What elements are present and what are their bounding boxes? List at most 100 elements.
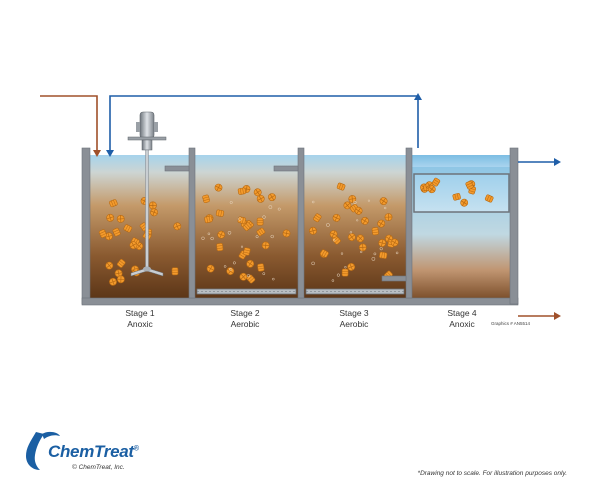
air-bubble (353, 200, 357, 205)
media-carrier (116, 214, 125, 223)
air-bubble (207, 232, 211, 236)
stage1-label: Stage 1 Anoxic (90, 308, 190, 330)
media-carrier (129, 241, 138, 250)
tank-floor (81, 297, 519, 306)
right-wall (509, 147, 519, 305)
air-bubble (210, 236, 214, 241)
media-carrier (313, 213, 322, 223)
air-bubble (340, 252, 344, 255)
air-bubble (229, 267, 232, 271)
media-carrier (484, 194, 494, 203)
air-bubble (336, 273, 340, 277)
media-carrier (109, 199, 118, 208)
media-carrier (360, 216, 369, 225)
air-bubble (331, 279, 335, 282)
air-bubble (238, 217, 242, 221)
air-bubble (332, 239, 336, 242)
media-carrier (354, 206, 363, 215)
media-carrier (202, 194, 210, 204)
registered-mark: ® (133, 445, 139, 453)
media-carrier (341, 268, 349, 277)
media-carrier (216, 243, 224, 252)
media-carrier (320, 249, 329, 258)
media-carrier (452, 193, 461, 201)
air-bubble (277, 207, 281, 211)
baffle-top-3 (273, 165, 299, 172)
media-carrier (106, 213, 115, 222)
influent-line (40, 95, 101, 157)
media-carrier (256, 227, 266, 237)
media-carrier (427, 185, 436, 194)
media-carrier (109, 277, 117, 286)
air-bubble (395, 251, 399, 255)
air-bubble (227, 231, 232, 235)
media-carrier (348, 195, 357, 203)
media-carrier (206, 264, 215, 273)
left-wall (81, 147, 91, 305)
air-bubble (201, 236, 205, 240)
media-carrier (378, 239, 387, 247)
media-carrier (226, 267, 235, 276)
stage2-label: Stage 2 Aerobic (195, 308, 295, 330)
air-bubble (384, 206, 387, 210)
air-bubble (272, 277, 275, 281)
stage2-type: Aerobic (230, 319, 260, 329)
air-bubble (356, 219, 359, 222)
media-carrier (347, 262, 356, 271)
tank-walls (81, 147, 519, 306)
stage4-name: Stage 4 (447, 308, 477, 318)
media-carrier (116, 259, 126, 268)
media-carrier (105, 261, 114, 270)
media-carrier (465, 180, 474, 190)
chemtreat-logo: ChemTreat® © ChemTreat, Inc. (22, 428, 162, 478)
air-diffuser-stage3 (305, 288, 405, 295)
air-bubble (344, 266, 347, 269)
stage3-type: Aerobic (339, 319, 369, 329)
air-bubble (223, 265, 227, 268)
air-bubble (240, 245, 244, 248)
air-bubble (360, 250, 363, 254)
stage3-label: Stage 3 Aerobic (304, 308, 404, 330)
media-carrier (117, 275, 125, 284)
media-carrier (343, 201, 352, 210)
effluent-line (518, 158, 561, 166)
stage3-name: Stage 3 (339, 308, 369, 318)
media-carrier (150, 208, 159, 217)
wall-2-3 (297, 147, 305, 299)
media-carrier (332, 213, 341, 222)
media-carrier (237, 187, 247, 195)
media-carrier (98, 229, 107, 238)
air-bubble (367, 199, 370, 202)
stage4-label: Stage 4 Anoxic (412, 308, 512, 330)
graphics-id: Graphics # AN5514 (491, 321, 531, 326)
media-carrier (239, 272, 248, 281)
media-carrier (148, 201, 157, 210)
air-bubble (229, 201, 233, 204)
baffle-bottom-4 (381, 275, 407, 282)
air-bubble (255, 235, 259, 239)
mixer-icon (127, 111, 167, 277)
air-bubble (246, 274, 251, 278)
media-carrier (123, 224, 133, 233)
chemtreat-logo-icon (26, 431, 60, 470)
media-carrier (256, 194, 265, 203)
media-carrier (329, 230, 338, 239)
air-bubble (349, 231, 353, 234)
stage2-name: Stage 2 (230, 308, 260, 318)
media-carrier (358, 243, 367, 252)
media-carrier (384, 213, 393, 222)
recycle-line (106, 93, 422, 157)
media-carrier (217, 230, 226, 239)
air-bubble (262, 215, 266, 219)
sludge-waste-line (518, 312, 561, 320)
media-carrier (105, 232, 113, 241)
stage4-type: Anoxic (449, 319, 475, 329)
media-carrier (246, 259, 255, 268)
media-carrier (379, 251, 388, 259)
water-surface-stage4 (412, 155, 510, 167)
wall-3-4 (405, 147, 413, 299)
media-carrier (112, 227, 121, 237)
media-carrier (242, 222, 252, 231)
media-carrier (371, 227, 379, 236)
air-bubble (268, 205, 273, 209)
